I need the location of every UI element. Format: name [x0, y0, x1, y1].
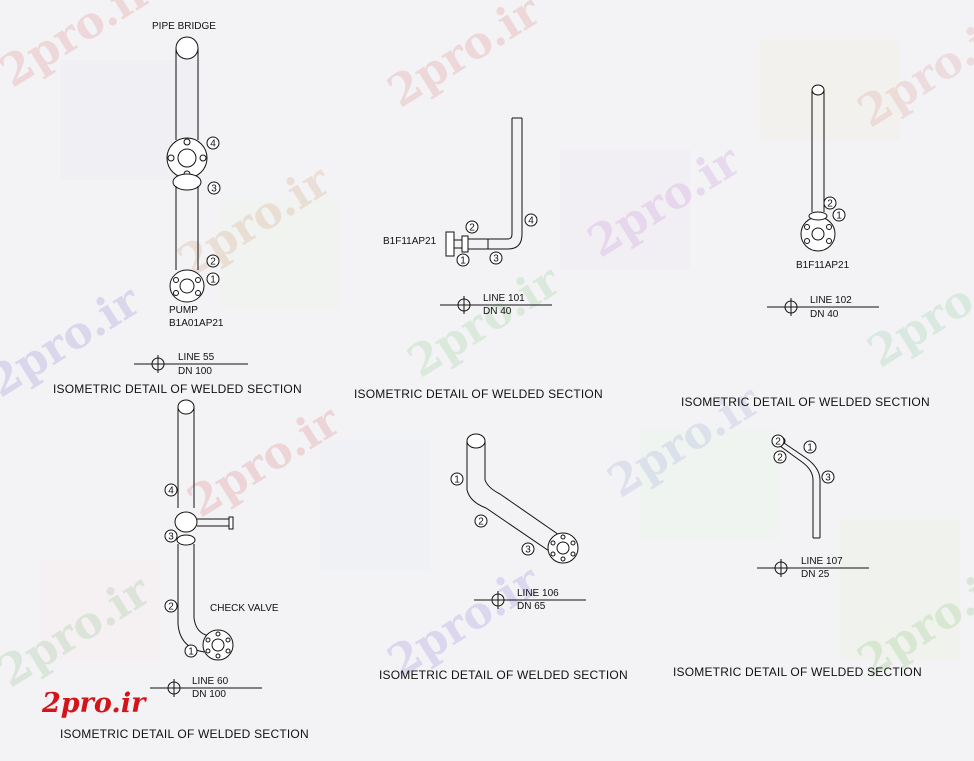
- line-number-label: LINE 60: [192, 676, 229, 687]
- pump-label: PUMP: [169, 305, 198, 316]
- detail-line-60-drawing: [150, 399, 262, 697]
- detail-caption: ISOMETRIC DETAIL OF WELDED SECTION: [673, 665, 922, 679]
- detail-line-106-drawing: [466, 433, 586, 609]
- line-number-label: LINE 102: [810, 295, 852, 306]
- pipe-size-label: DN 100: [178, 366, 212, 377]
- line-number-label: LINE 106: [517, 588, 559, 599]
- detail-caption: ISOMETRIC DETAIL OF WELDED SECTION: [354, 387, 603, 401]
- detail-caption: ISOMETRIC DETAIL OF WELDED SECTION: [379, 668, 628, 682]
- line-number-label: LINE 55: [178, 352, 215, 363]
- detail-caption: ISOMETRIC DETAIL OF WELDED SECTION: [681, 395, 930, 409]
- line-number-label: LINE 101: [483, 293, 525, 304]
- pipe-bridge-label: PIPE BRIDGE: [152, 21, 216, 32]
- detail-line-55-drawing: [134, 36, 248, 373]
- site-logo: 2pro.ir: [42, 688, 146, 719]
- detail-caption: ISOMETRIC DETAIL OF WELDED SECTION: [53, 382, 302, 396]
- pipe-size-label: DN 40: [810, 309, 839, 320]
- detail-caption: ISOMETRIC DETAIL OF WELDED SECTION: [60, 727, 309, 741]
- detail-line-101-drawing: [440, 117, 552, 314]
- pipe-size-label: DN 25: [801, 569, 830, 580]
- detail-line-102-drawing: [767, 84, 879, 316]
- pump-tag-label: B1A01AP21: [169, 318, 224, 329]
- equipment-tag-label: B1F11AP21: [383, 236, 437, 247]
- pipe-size-label: DN 40: [483, 306, 512, 317]
- line-number-label: LINE 107: [801, 556, 843, 567]
- pipe-size-label: DN 65: [517, 601, 546, 612]
- check-valve-label: CHECK VALVE: [210, 603, 279, 614]
- pipe-size-label: DN 100: [192, 689, 226, 700]
- equipment-tag-label: B1F11AP21: [796, 260, 850, 271]
